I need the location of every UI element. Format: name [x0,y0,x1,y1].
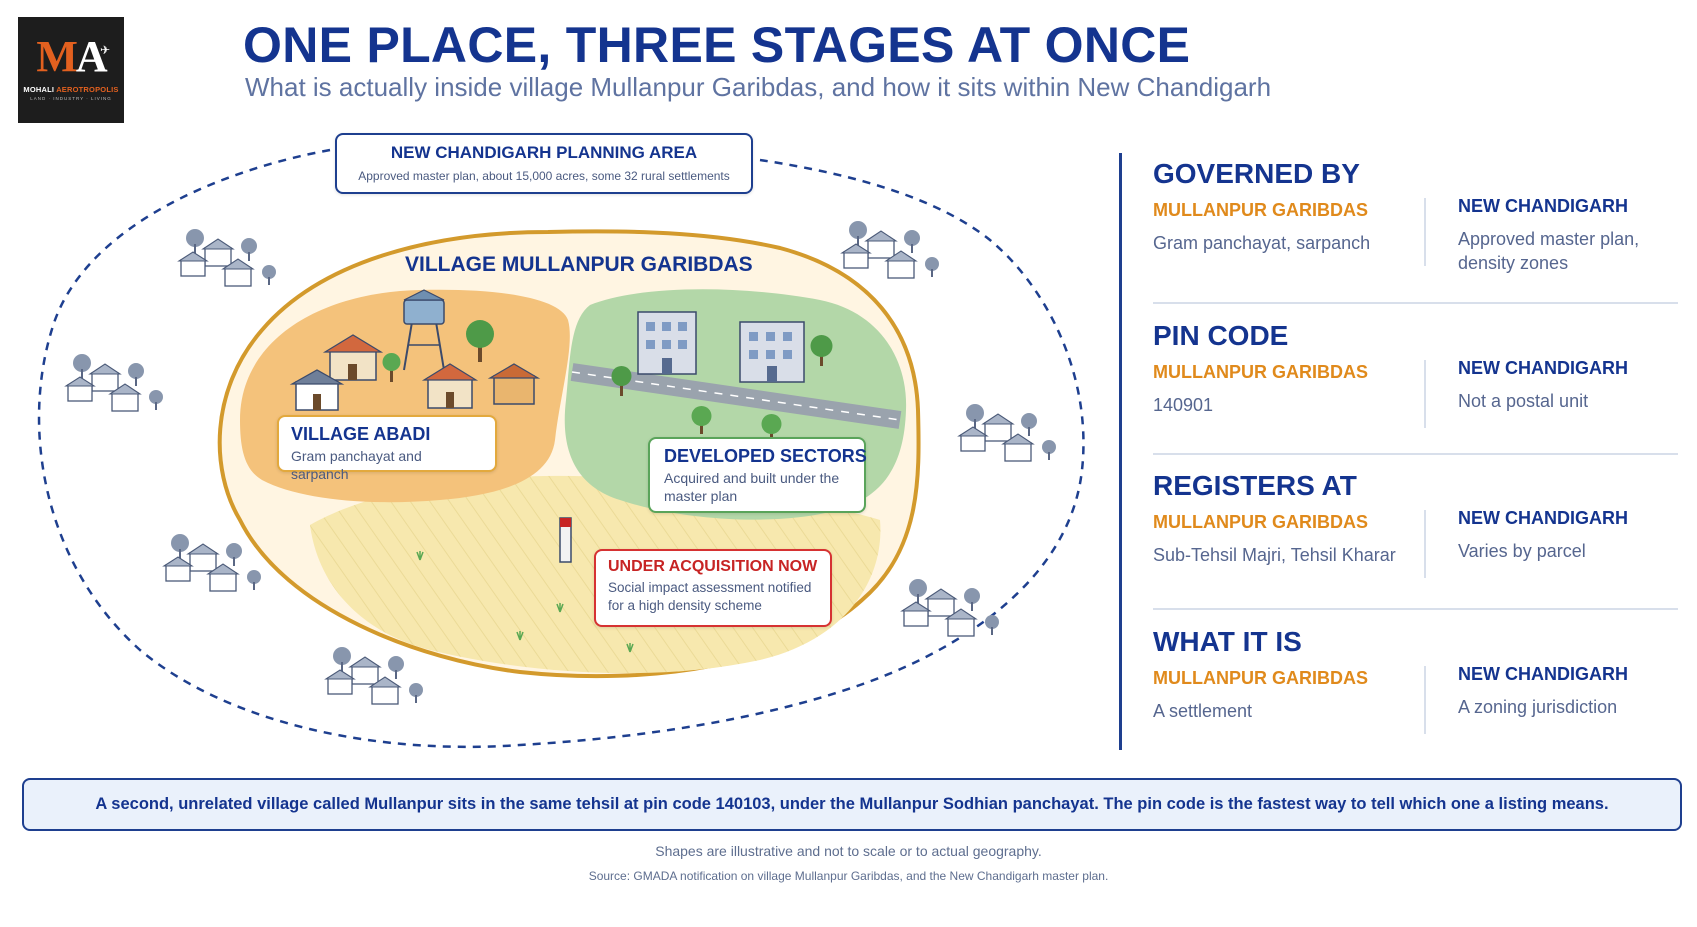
developed-sectors-heading: DEVELOPED SECTORS [664,446,867,466]
mullanpur-value: A settlement [1153,701,1253,721]
house-icon [421,363,479,409]
mullanpur-value: Sub-Tehsil Majri, Tehsil Kharar [1153,545,1396,565]
planning-area-heading: NEW CHANDIGARH PLANNING AREA [390,143,698,162]
house-icon [322,334,384,381]
developed-sectors-detail: Acquired and built under the master plan [664,470,840,504]
apartment-building-icon [739,321,805,383]
tree-icon [611,366,632,396]
house-icon [487,363,541,405]
abadi-detail: Gram panchayat and sarpanch [291,448,422,482]
tree-icon [810,335,833,366]
new-chandigarh-value: Approved master plan, density zones [1458,229,1640,273]
section-what-it-is: WHAT IT IS MULLANPUR GARIBDAS A settlemen… [1153,626,1678,738]
planning-area-callout: NEW CHANDIGARH PLANNING AREA Approved ma… [335,133,753,194]
source-text: Source: GMADA notification on village Mu… [588,869,1109,883]
logo-mark: MA [36,32,107,81]
abadi-callout: VILLAGE ABADI Gram panchayat and sarpanc… [277,415,497,482]
tree-icon [466,320,494,362]
mullanpur-label: MULLANPUR GARIBDAS [1153,200,1368,220]
panel-divider [1119,153,1122,750]
tree-icon [382,353,401,382]
acquisition-callout: UNDER ACQUISITION NOW Social impact asse… [594,549,832,627]
column-separator [1424,360,1426,428]
mullanpur-label: MULLANPUR GARIBDAS [1153,362,1368,382]
new-chandigarh-label: NEW CHANDIGARH [1458,358,1628,378]
logo-name: MOHALI AEROTROPOLIS [23,85,119,94]
mullanpur-label: MULLANPUR GARIBDAS [1153,512,1368,532]
logo-tagline: LAND · INDUSTRY · LIVING [30,96,112,101]
new-chandigarh-label: NEW CHANDIGARH [1458,508,1628,528]
new-chandigarh-value: A zoning jurisdiction [1458,697,1618,717]
rural-settlement-icon [324,647,423,705]
section-registers-at: REGISTERS AT MULLANPUR GARIBDAS Sub-Tehsi… [1153,470,1678,582]
section-divider [1153,302,1678,304]
house-icon [289,369,345,411]
page-title: ONE PLACE, THREE STAGES AT ONCE [243,17,1191,73]
planning-area-detail: Approved master plan, about 15,000 acres… [358,169,730,183]
section-pin-code: PIN CODE MULLANPUR GARIBDAS 140901 NEW CH… [1153,320,1678,432]
developed-sectors-callout: DEVELOPED SECTORS Acquired and built und… [648,437,867,513]
column-separator [1424,666,1426,734]
mullanpur-label: MULLANPUR GARIBDAS [1153,668,1368,688]
disambiguation-note: A second, unrelated village called Mulla… [22,778,1682,831]
column-separator [1424,198,1426,266]
section-divider [1153,608,1678,610]
rural-settlement-icon [957,404,1056,462]
column-separator [1424,510,1426,578]
mullanpur-value: Gram panchayat, sarpanch [1153,233,1371,253]
rural-settlement-icon [177,229,276,287]
apartment-building-icon [637,311,697,375]
brand-logo: MA MOHALI AEROTROPOLIS LAND · INDUSTRY ·… [18,17,124,123]
abadi-heading: VILLAGE ABADI [291,424,431,444]
disclaimer-text: Shapes are illustrative and not to scale… [655,843,1042,859]
rural-settlement-icon [900,579,999,637]
planning-diagram [37,148,1085,749]
section-governed-by: GOVERNED BY MULLANPUR GARIBDAS Gram panch… [1153,158,1678,273]
new-chandigarh-label: NEW CHANDIGARH [1458,664,1628,684]
new-chandigarh-value: Varies by parcel [1458,541,1586,561]
village-title: VILLAGE MULLANPUR GARIBDAS [405,253,753,276]
section-heading: REGISTERS AT [1153,470,1357,501]
planning-area-boundary [37,148,1085,749]
section-heading: PIN CODE [1153,320,1289,351]
mullanpur-value: 140901 [1153,395,1214,415]
acquisition-heading: UNDER ACQUISITION NOW [608,558,818,575]
section-heading: WHAT IT IS [1153,626,1302,657]
new-chandigarh-value: Not a postal unit [1458,391,1589,411]
water-tank-icon [403,289,445,371]
section-heading: GOVERNED BY [1153,158,1360,189]
tree-icon [691,406,712,434]
section-divider [1153,453,1678,455]
airplane-icon: ✈ [100,43,111,57]
new-chandigarh-label: NEW CHANDIGARH [1458,196,1628,216]
acquisition-detail: Social impact assessment notified for a … [608,580,812,613]
survey-marker-icon [559,517,572,563]
rural-settlement-icon [162,534,261,592]
rural-settlement-icon [64,354,163,412]
page-subtitle: What is actually inside village Mullanpu… [245,72,1272,102]
grass-icon [416,551,634,653]
rural-settlement-icon [840,221,939,279]
tree-icon [761,414,782,442]
